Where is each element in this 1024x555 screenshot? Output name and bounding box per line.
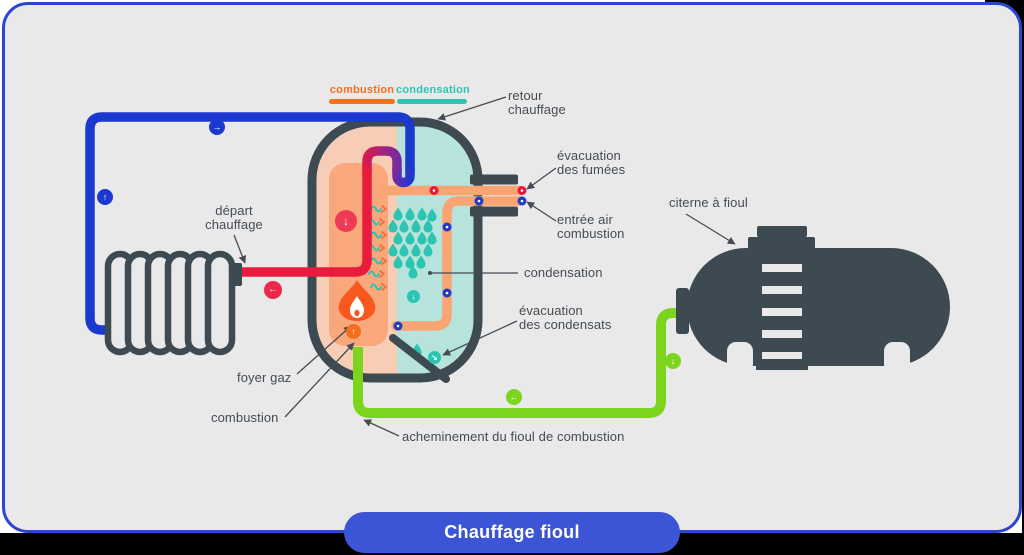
tank-ladder <box>756 247 808 370</box>
radiator <box>104 250 236 356</box>
tank-foot-notch-right <box>884 342 910 373</box>
pipe-purple-red-bend <box>362 146 402 172</box>
flow-dots <box>393 186 527 331</box>
flue-channel-top <box>470 174 518 185</box>
label-foyer-gaz: foyer gaz <box>237 370 292 385</box>
legend-combustion-label: combustion <box>329 84 395 96</box>
flue-channel-bottom <box>470 206 518 217</box>
chauffage-fioul-button[interactable]: Chauffage fioul <box>344 512 680 553</box>
label-citerne-a-fioul: citerne à fioul <box>669 195 748 210</box>
burner-down-arrow-icon: ↓ <box>335 210 357 232</box>
legend-condensation-bar <box>397 99 467 104</box>
tank-body <box>687 248 950 366</box>
condensate-drain <box>389 334 450 383</box>
supply-pipe-red <box>241 168 372 277</box>
return-pipe-blue <box>85 112 415 335</box>
flow-arrow-right-icon: → <box>209 119 225 135</box>
fuel-pipe-green <box>353 308 678 418</box>
boiler-outline <box>307 117 483 383</box>
legend-condensation-label: condensation <box>396 84 470 96</box>
label-condensation: condensation <box>524 265 603 280</box>
pipe-blue-purple-bend <box>392 168 415 188</box>
flame-icon <box>338 280 376 321</box>
gas-up-arrow-icon: ↑ <box>346 324 361 339</box>
tank-outlet <box>676 288 689 334</box>
pointer-lines <box>233 96 736 437</box>
label-combustion: combustion <box>211 410 279 425</box>
fuel-flow-down-icon: ↓ <box>665 353 681 369</box>
flow-arrow-left-icon: ← <box>264 281 282 299</box>
edge-backdrop-right <box>1022 0 1024 555</box>
condensate-diag-arrow-icon: ↘ <box>428 351 441 364</box>
tank-hatch-base <box>748 237 815 249</box>
condensate-down-arrow-icon: ↓ <box>407 290 420 303</box>
fuel-flow-left-icon: ← <box>506 389 522 405</box>
tank-foot-notch-left <box>727 342 753 373</box>
pointer-dot <box>428 271 432 275</box>
flow-arrow-up-icon: ↑ <box>97 189 113 205</box>
radiator-connector <box>231 263 242 286</box>
tank-hatch-cap <box>757 226 807 237</box>
air-intake-pipe <box>391 196 525 331</box>
legend-combustion-bar <box>329 99 395 104</box>
fuel-tank <box>676 226 950 373</box>
label-acheminement-fioul: acheminement du fioul de combustion <box>402 429 625 444</box>
